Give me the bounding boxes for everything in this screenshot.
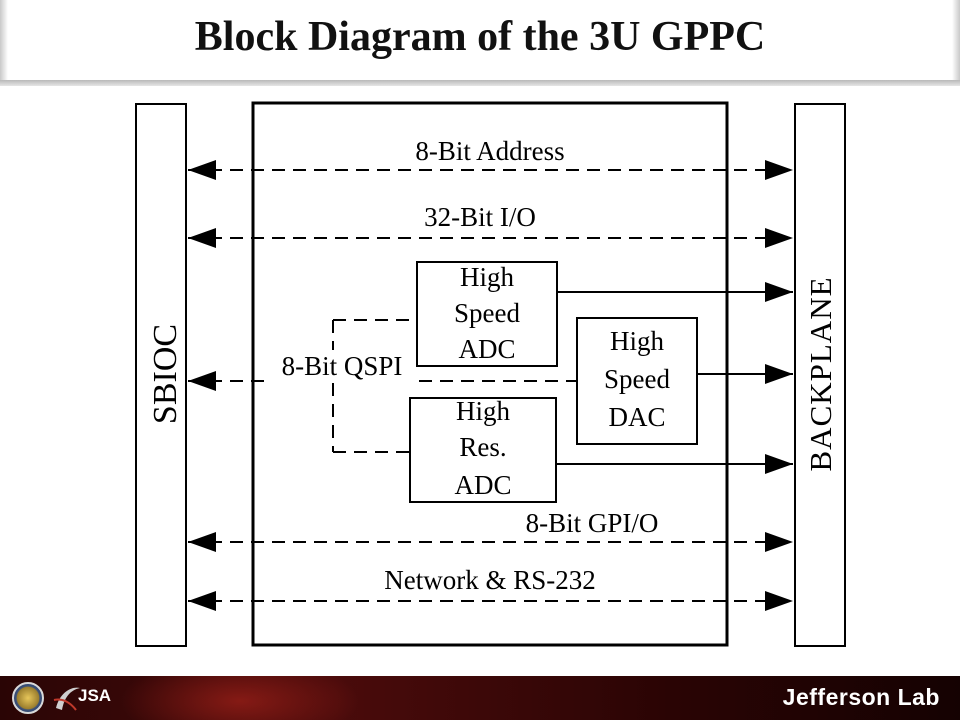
hs-adc-block: High Speed ADC <box>416 261 793 367</box>
qspi-bracket <box>332 319 415 453</box>
title-bar: Block Diagram of the 3U GPPC <box>0 0 960 86</box>
jsa-swoosh-icon <box>53 687 80 711</box>
backplane-label: BACKPLANE <box>803 276 838 471</box>
gpio-label: 8-Bit GPI/O <box>526 508 659 538</box>
doe-seal-icon <box>12 682 44 714</box>
sbioc-bus: SBIOC <box>135 103 187 647</box>
hr-adc-line-3: ADC <box>454 470 511 500</box>
backplane-bus: BACKPLANE <box>794 103 846 647</box>
hs-dac-line-3: DAC <box>608 402 665 432</box>
address-bus: 8-Bit Address <box>188 136 793 180</box>
hs-adc-line-2: Speed <box>454 298 520 328</box>
page-title: Block Diagram of the 3U GPPC <box>194 14 766 60</box>
hr-adc-line-1: High <box>456 396 511 426</box>
io32-bus: 32-Bit I/O <box>188 202 793 248</box>
io32-label: 32-Bit I/O <box>424 202 536 232</box>
gpio-bus: 8-Bit GPI/O <box>188 508 793 552</box>
jefferson-lab-logo: Jefferson Lab <box>782 684 940 710</box>
jsa-text: JSA <box>78 686 112 705</box>
hs-adc-line-1: High <box>460 262 515 292</box>
hs-dac-line-2: Speed <box>604 364 670 394</box>
qspi-bus: 8-Bit QSPI <box>188 350 577 391</box>
network-bus: Network & RS-232 <box>188 565 793 611</box>
sbioc-label: SBIOC <box>147 324 184 424</box>
footer-glow <box>120 676 360 720</box>
qspi-label: 8-Bit QSPI <box>282 351 403 381</box>
jsa-logo: JSA <box>52 682 132 714</box>
network-label: Network & RS-232 <box>384 565 596 595</box>
address-label: 8-Bit Address <box>415 136 564 166</box>
hs-dac-line-1: High <box>610 326 665 356</box>
hr-adc-block: High Res. ADC <box>409 396 793 503</box>
title-rule <box>0 80 960 86</box>
footer-bar: JSA Jefferson Lab <box>0 676 960 720</box>
hs-dac-block: High Speed DAC <box>576 317 793 445</box>
hs-adc-line-3: ADC <box>458 334 515 364</box>
hr-adc-line-2: Res. <box>459 432 506 462</box>
title-edge-left <box>0 0 8 80</box>
